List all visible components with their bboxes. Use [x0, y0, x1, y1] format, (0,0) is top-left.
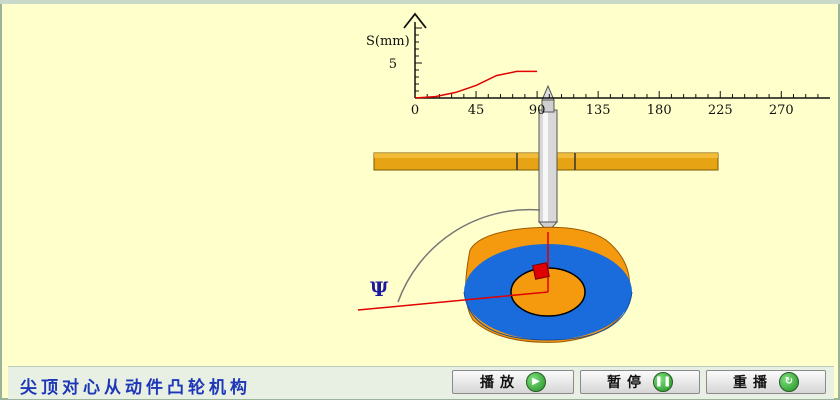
- x-tick-label: 180: [647, 103, 672, 118]
- pause-button-label: 暂停: [607, 375, 647, 391]
- pause-icon: ❚❚: [653, 372, 673, 392]
- reset-button-label: 重播: [733, 375, 773, 391]
- page-title: 尖顶对心从动件凸轮机构: [20, 378, 251, 398]
- play-button[interactable]: 播放 ▶: [452, 370, 574, 394]
- angle-symbol: Ψ: [370, 277, 389, 301]
- x-tick-labels: 0 45 90 135 180 225 270: [411, 103, 794, 118]
- play-button-label: 播放: [480, 375, 520, 391]
- y-axis-arrow-icon: [403, 12, 427, 29]
- displacement-curve: [414, 70, 538, 99]
- pivot-marker: [532, 262, 550, 280]
- x-tick-marks: [414, 91, 819, 98]
- y-tick-label: 5: [389, 57, 397, 72]
- play-icon: ▶: [526, 372, 546, 392]
- x-tick-label: 135: [586, 103, 611, 118]
- y-tick-labels: 5: [389, 57, 397, 72]
- displacement-chart: 0 45 90 135 180 225 270 5 S(mm): [366, 12, 830, 118]
- x-tick-label: 225: [708, 103, 733, 118]
- top-border: [0, 0, 840, 4]
- angle-reference-line: [357, 291, 549, 311]
- y-axis-title: S(mm): [366, 34, 410, 49]
- x-tick-label: 270: [769, 103, 794, 118]
- x-tick-label: 0: [411, 103, 419, 118]
- pause-button[interactable]: 暂停 ❚❚: [580, 370, 700, 394]
- y-tick-marks: [415, 27, 422, 99]
- x-tick-label: 45: [468, 103, 485, 118]
- rotation-arc: [397, 208, 541, 303]
- reset-button[interactable]: 重播 ↻: [706, 370, 826, 394]
- x-tick-label: 90: [529, 103, 546, 118]
- reset-icon: ↻: [779, 372, 799, 392]
- cam-diagram: Ψ 0 45 90 135 180 225 270 5 S(mm): [357, 12, 830, 343]
